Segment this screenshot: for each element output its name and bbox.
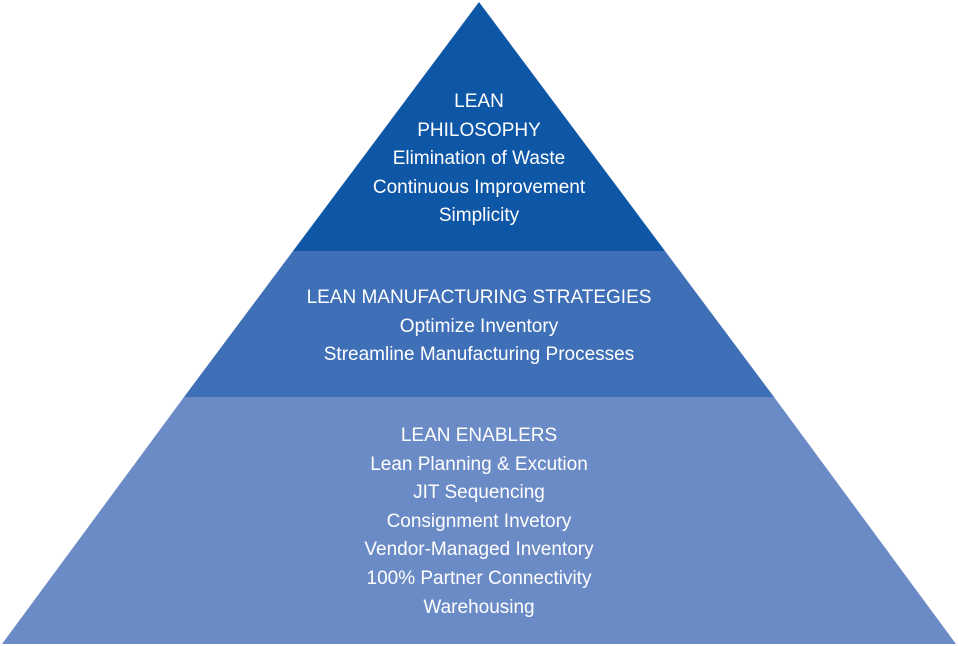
- tier-top-item: Continuous Improvement: [372, 176, 586, 198]
- tier-bottom-item: Warehousing: [423, 596, 535, 618]
- tier-bottom-item: JIT Sequencing: [413, 482, 545, 504]
- tier-top-text: LEAN PHILOSOPHY Elimination of Waste Con…: [0, 88, 958, 231]
- tier-top-item: Simplicity: [438, 205, 520, 227]
- tier-bottom-heading: LEAN ENABLERS: [400, 425, 558, 446]
- tier-bottom-item: Lean Planning & Excution: [370, 453, 588, 475]
- tier-middle-item: Streamline Manufacturing Processes: [323, 344, 635, 366]
- tier-middle-heading: LEAN MANUFACTURING STRATEGIES: [306, 287, 652, 308]
- tier-bottom-item: Vendor-Managed Inventory: [364, 539, 594, 561]
- tier-top-item: Elimination of Waste: [392, 148, 566, 170]
- tier-bottom-item: Consignment Invetory: [386, 510, 572, 532]
- pyramid-tier-top: [293, 2, 665, 251]
- tier-bottom-item: 100% Partner Connectivity: [366, 567, 592, 589]
- pyramid-tier-bottom: [2, 397, 956, 644]
- tier-bottom-text: LEAN ENABLERS Lean Planning & Excution J…: [0, 422, 958, 622]
- tier-middle-item: Optimize Inventory: [399, 315, 559, 337]
- tier-top-heading: LEAN: [454, 91, 504, 112]
- tier-top-heading-2: PHILOSOPHY: [417, 119, 541, 141]
- tier-middle-text: LEAN MANUFACTURING STRATEGIES Optimize I…: [0, 284, 958, 370]
- pyramid-tier-middle: [184, 251, 774, 397]
